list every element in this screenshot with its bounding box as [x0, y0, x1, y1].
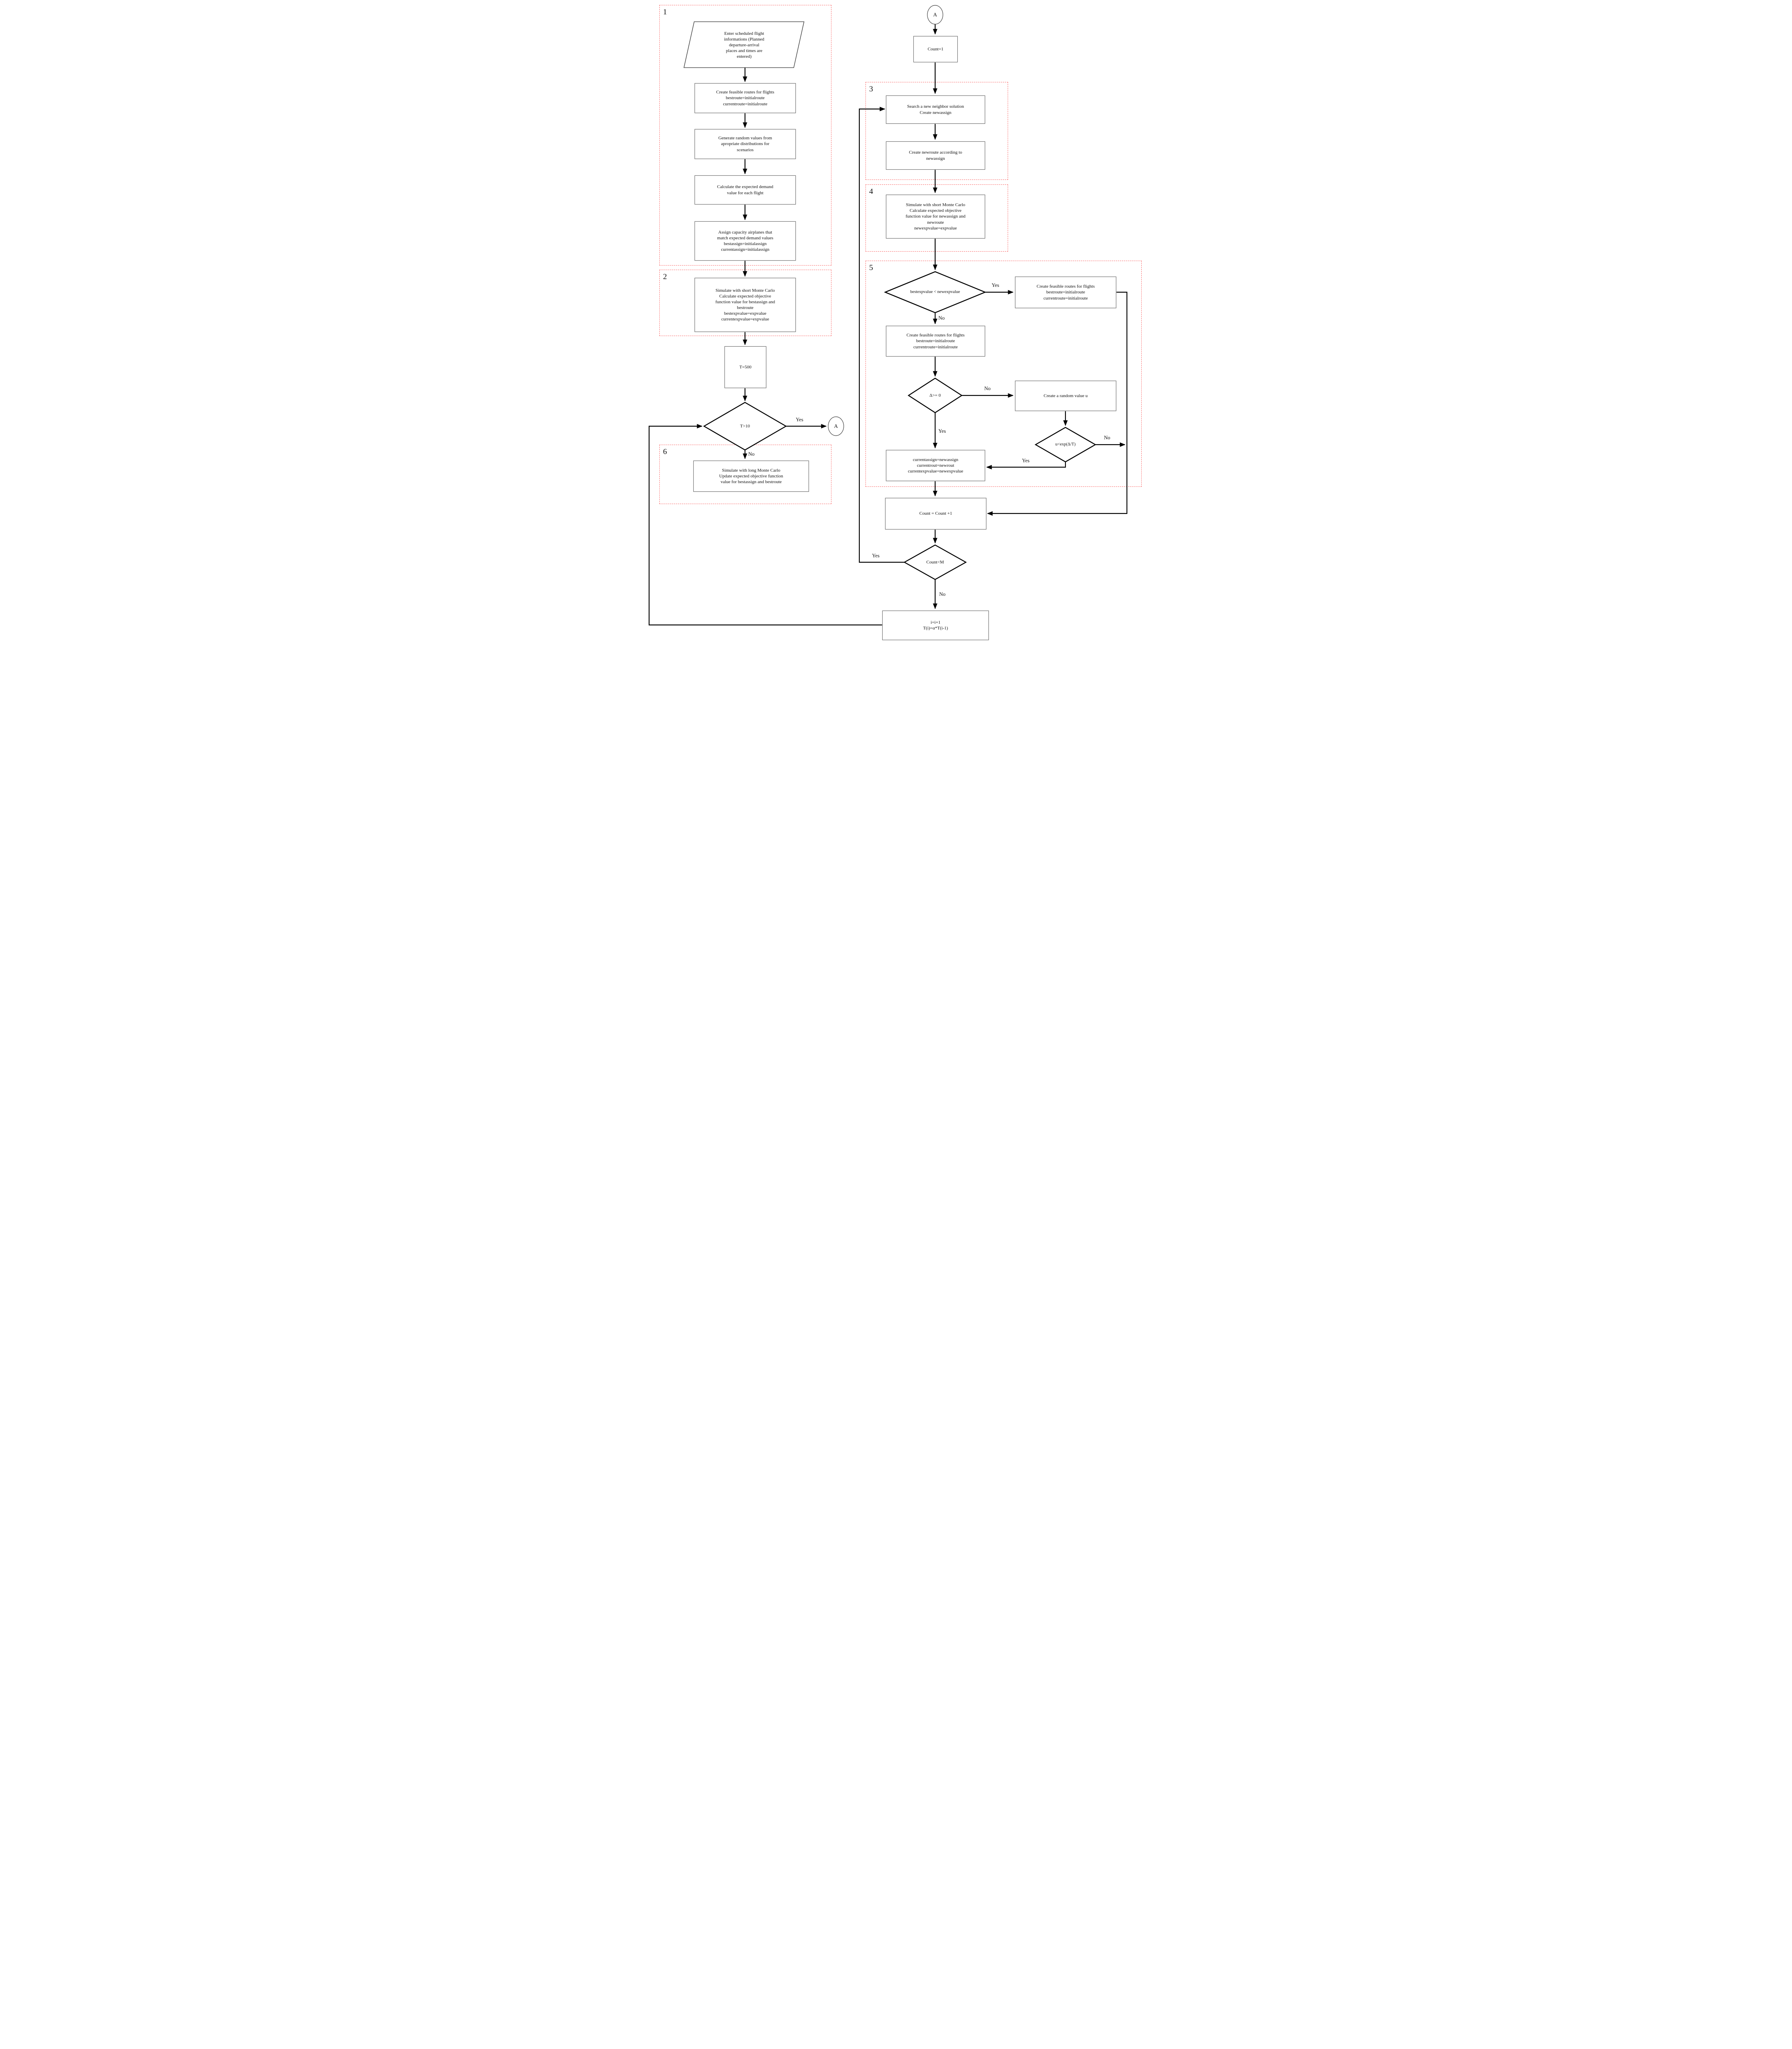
search-neighbor-node: Search a new neighbor solution Create ne… — [886, 95, 985, 124]
delta-diamond-label: Δ>= 0 — [929, 393, 941, 398]
best-yes-label: Yes — [992, 282, 999, 288]
countm-diamond-label: Count<M — [926, 559, 944, 565]
uexp-diamond-shape — [1034, 427, 1097, 463]
count1-node: Count=1 — [913, 36, 958, 62]
uexp-diamond-label: u<exp(Δ/T) — [1055, 442, 1076, 447]
gen-random-node: Generate random values from apropriate d… — [695, 129, 796, 159]
uexp-no-label: No — [1104, 435, 1111, 441]
delta-diamond-shape — [907, 377, 963, 413]
delta-no-label: No — [984, 386, 991, 391]
t10-no-label: No — [748, 451, 755, 457]
start-node: Enter scheduled flight informations (Pla… — [724, 31, 765, 59]
best-diamond-label: bestexpvalue < newexpvalue — [910, 290, 960, 295]
t10-diamond-label: T>10 — [740, 423, 750, 429]
edge-temp-update-loop-to-t10 — [648, 424, 882, 626]
sim-new-node: Simulate with short Monte Carlo Calculat… — [886, 195, 985, 239]
best-diamond-shape — [884, 271, 987, 313]
t10-yes-label: Yes — [796, 417, 804, 423]
countm-yes-label: Yes — [872, 553, 880, 559]
region-6-label: 6 — [663, 448, 667, 456]
region-4-box — [865, 184, 1008, 252]
create-routes-node: Create feasible routes for flights bestr… — [695, 83, 796, 113]
uexp-yes-label: Yes — [1022, 458, 1030, 463]
current-update-node: currentassign=newassign currentrout=newr… — [886, 450, 985, 481]
edge-uexp-yes-to-current — [986, 462, 1066, 470]
temp-update-node: i=i+1 T(i)=α*T(i-1) — [882, 611, 989, 640]
calc-demand-node: Calculate the expected demand value for … — [695, 175, 796, 204]
connector-a-left-label: A — [834, 423, 838, 429]
best-routes-yes-node: Create feasible routes for flights bestr… — [1015, 277, 1116, 308]
connector-a-top-shape — [927, 5, 943, 25]
connector-a-left-shape — [828, 416, 844, 436]
region-5-box — [865, 261, 1142, 487]
t500-node: T=500 — [725, 346, 766, 388]
region-1-label: 1 — [663, 8, 667, 16]
countm-diamond-shape — [903, 544, 967, 580]
random-u-node: Create a random value u — [1015, 381, 1116, 411]
countm-no-label: No — [939, 591, 946, 597]
flow-connectors — [648, 5, 1128, 626]
delta-yes-label: Yes — [938, 428, 946, 434]
count-inc-node: Count = Count +1 — [885, 498, 986, 529]
region-5-label: 5 — [869, 264, 873, 272]
flowchart-canvas: 1 2 3 4 5 6 — [644, 0, 1148, 644]
connector-a-top-label: A — [933, 11, 937, 18]
region-3-label: 3 — [869, 85, 873, 93]
region-3-box — [865, 82, 1008, 180]
edge-countm-yes-loop-to-search — [859, 107, 904, 563]
region-2-label: 2 — [663, 273, 667, 281]
t10-diamond-shape — [703, 402, 787, 451]
best-no-label: No — [938, 315, 945, 321]
region-4-label: 4 — [869, 187, 873, 196]
edge-best-yes-return-to-count-inc — [987, 291, 1128, 516]
create-newroute-node: Create newroute according to newassign — [886, 141, 985, 170]
sim-long-node: Simulate with long Monte Carlo Update ex… — [693, 461, 809, 492]
best-routes-no-node: Create feasible routes for flights bestr… — [886, 326, 985, 357]
assign-capacity-node: Assign capacity airplanes that match exp… — [695, 221, 796, 261]
sim-best-node: Simulate with short Monte Carlo Calculat… — [695, 278, 796, 332]
start-parallelogram-shape — [684, 21, 804, 68]
